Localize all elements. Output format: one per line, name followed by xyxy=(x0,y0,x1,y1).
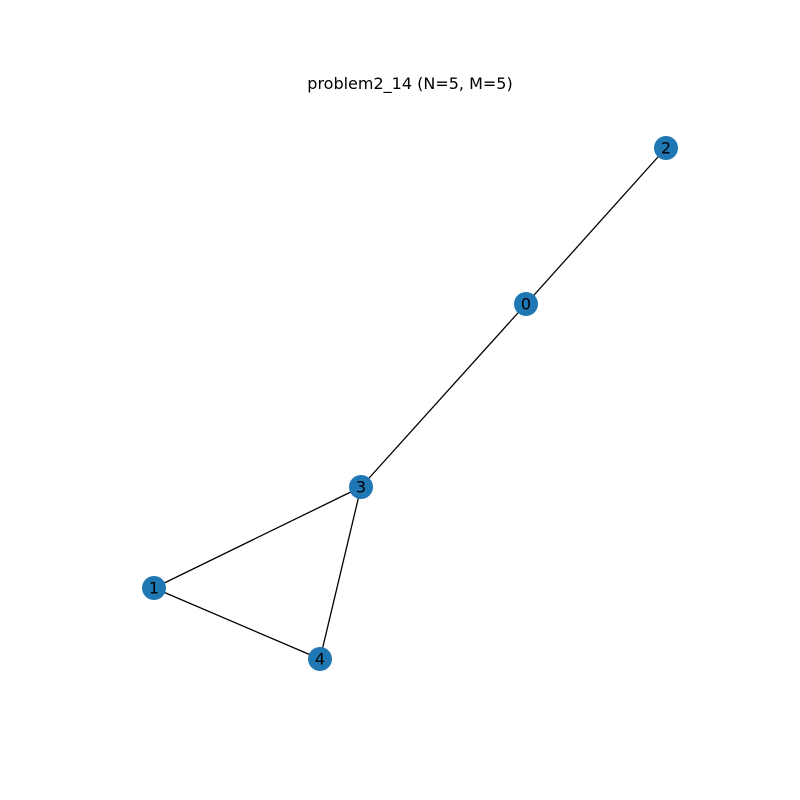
node-4: 4 xyxy=(308,647,332,671)
node-label-0: 0 xyxy=(521,295,531,314)
node-label-3: 3 xyxy=(356,478,366,497)
edge-3-4 xyxy=(319,486,362,660)
node-0: 0 xyxy=(514,292,538,316)
nodes-layer: 0 1 2 3 4 xyxy=(142,136,678,671)
node-label-4: 4 xyxy=(315,650,325,669)
node-label-2: 2 xyxy=(661,139,671,158)
edges-layer xyxy=(153,147,667,660)
edge-1-4 xyxy=(153,587,321,660)
edge-3-1 xyxy=(153,486,362,589)
node-circle-0 xyxy=(514,292,538,316)
node-circle-3 xyxy=(349,475,373,499)
node-circle-2 xyxy=(654,136,678,160)
node-circle-1 xyxy=(142,576,166,600)
node-1: 1 xyxy=(142,576,166,600)
node-2: 2 xyxy=(654,136,678,160)
edge-2-0 xyxy=(525,147,667,305)
node-circle-4 xyxy=(308,647,332,671)
graph-title: problem2_14 (N=5, M=5) xyxy=(307,74,512,94)
node-label-1: 1 xyxy=(149,579,159,598)
edge-0-3 xyxy=(360,303,527,488)
node-3: 3 xyxy=(349,475,373,499)
